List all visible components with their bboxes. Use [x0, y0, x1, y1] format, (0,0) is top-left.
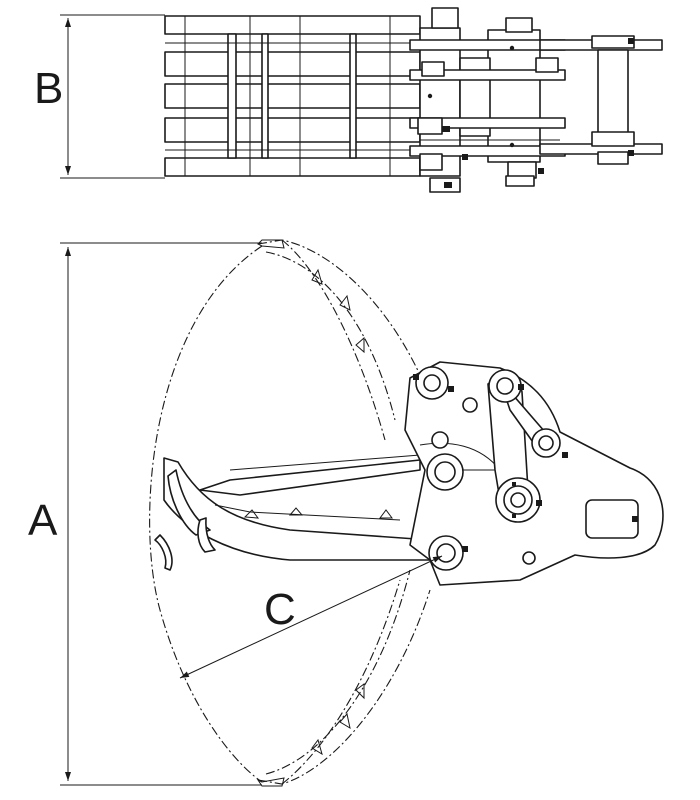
- side-view: A C: [28, 239, 664, 787]
- dimension-b: [60, 14, 165, 179]
- closed-tines: [154, 454, 441, 571]
- dimension-a: [60, 242, 262, 786]
- top-view: B: [34, 7, 663, 193]
- rotator-link: [539, 35, 663, 165]
- pivot-housing: [409, 7, 566, 193]
- dimension-c: [179, 555, 443, 679]
- label-c: C: [264, 585, 296, 634]
- label-b: B: [34, 64, 63, 113]
- tine-plates: [164, 15, 421, 177]
- label-a: A: [28, 496, 58, 545]
- bolt-accents: [413, 374, 638, 552]
- pivot-pins: [415, 366, 639, 571]
